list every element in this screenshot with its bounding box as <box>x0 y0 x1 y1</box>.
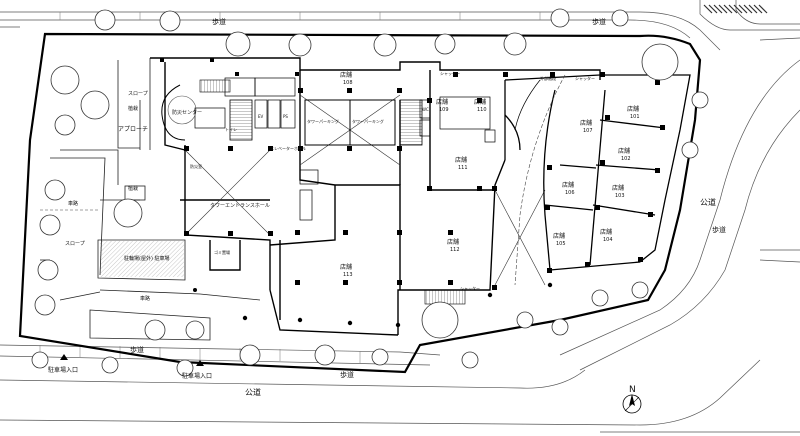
bicycle-parking-hatch <box>100 241 184 277</box>
driveway-box <box>124 185 146 201</box>
label-outdoor-stair: 外部階段 <box>540 75 556 81</box>
shop-105: 店舗 105 <box>553 232 566 247</box>
label-elevator-hall: エレベーターホール <box>270 145 306 151</box>
crosswalk <box>703 4 768 14</box>
label-planting: 植栽 <box>128 105 138 112</box>
label-bicycle-parking: 駐輪場(屋外) 駐車場 <box>124 255 170 262</box>
building-main <box>150 57 601 336</box>
label-parking-entrance-left: 駐車場入口 <box>48 366 78 374</box>
label-office: 防災室 <box>190 163 202 169</box>
label-ev: EV <box>258 114 264 119</box>
shop-label: 店舗 <box>455 156 467 164</box>
core-rooms <box>194 77 496 221</box>
label-sidewalk-right: 歩道 <box>712 225 726 234</box>
label-planting-2: 植栽 <box>128 185 138 192</box>
shop-number: 103 <box>615 193 625 199</box>
shop-108: 店舗 108 <box>340 71 353 86</box>
label-parking-entrance-right: 駐車場入口 <box>182 372 212 380</box>
shop-label: 店舗 <box>612 184 624 192</box>
label-sidewalk-bottom: 歩道 <box>130 345 144 354</box>
shop-label: 店舗 <box>618 147 630 155</box>
shop-103: 店舗 103 <box>612 184 625 199</box>
shop-label: 店舗 <box>553 232 565 240</box>
shop-number: 107 <box>583 128 593 134</box>
site-boundary <box>18 32 702 374</box>
shop-number: 108 <box>343 80 353 86</box>
label-ps: PS <box>283 114 288 119</box>
sidewalk-ticks <box>39 12 621 363</box>
shop-113: 店舗 113 <box>340 263 353 278</box>
shop-label: 店舗 <box>340 71 352 79</box>
label-public-road-bottom: 公道 <box>245 387 261 397</box>
stair-core-c <box>199 79 231 93</box>
shop-104: 店舗 104 <box>600 228 613 243</box>
label-shutter-top: シャッター <box>440 70 460 76</box>
shop-label: 店舗 <box>600 228 612 236</box>
round-lobby <box>161 84 186 141</box>
label-disaster-room: 防災センター <box>172 109 202 116</box>
tower-parking-b-box <box>349 99 396 146</box>
structural-columns <box>160 58 665 290</box>
shop-label: 店舗 <box>627 105 639 113</box>
shop-label: 店舗 <box>447 238 459 246</box>
shop-111: 店舗 111 <box>455 156 468 171</box>
shop-number: 113 <box>343 272 353 278</box>
stair-core-b <box>399 99 423 146</box>
entrance-arrow-left <box>60 354 68 360</box>
trees <box>31 8 709 377</box>
shop-102: 店舗 102 <box>618 147 631 162</box>
shop-106: 店舗 106 <box>562 181 575 196</box>
stair-core-a <box>229 99 253 141</box>
shop-110: 店舗 110 <box>474 98 487 113</box>
shop-number: 102 <box>621 156 631 162</box>
compass-icon <box>622 394 642 414</box>
shop-number: 110 <box>477 107 487 113</box>
shop-label: 店舗 <box>436 98 448 106</box>
shop-label: 店舗 <box>580 119 592 127</box>
label-approach: アプローチ <box>118 126 148 133</box>
label-compass-north: N <box>629 385 636 395</box>
round-lobby-inner <box>167 95 197 125</box>
label-tower-entrance-hall: タワーエントランスホール <box>210 202 270 209</box>
shop-label: 店舗 <box>340 263 352 271</box>
label-tower-parking-b: タワーパーキング <box>352 118 384 124</box>
round-columns <box>193 282 553 328</box>
label-trash-room: ゴミ置場 <box>214 249 230 255</box>
label-slope: スロープ <box>128 91 148 97</box>
shop-109: 店舗 109 <box>436 98 449 113</box>
shop-number: 112 <box>450 247 460 253</box>
label-shutter-bottom: シャッター <box>460 285 480 291</box>
shop-number: 106 <box>565 190 575 196</box>
label-sidewalk-top: 歩道 <box>212 17 226 26</box>
label-sidewalk-top-right: 歩道 <box>592 17 606 26</box>
shop-label: 店舗 <box>562 181 574 189</box>
shop-number: 105 <box>556 241 566 247</box>
label-slope-2: スロープ <box>65 241 85 247</box>
label-wc: WC <box>422 107 429 112</box>
shop-number: 101 <box>630 114 640 120</box>
outdoor-stair-rail <box>514 79 541 131</box>
label-driveway: 車路 <box>140 295 150 302</box>
entrance-arrow-right <box>196 360 204 366</box>
curved-corridor <box>514 74 566 286</box>
stair-core-d <box>424 289 466 305</box>
shop-number: 109 <box>439 107 449 113</box>
shop-112: 店舗 112 <box>447 238 460 253</box>
left-area <box>40 58 261 341</box>
label-public-road-right: 公道 <box>700 197 716 207</box>
shop-label: 店舗 <box>474 98 486 106</box>
shop-number: 104 <box>603 237 613 243</box>
label-tower-parking-a: タワーパーキング <box>307 118 339 124</box>
shop-107: 店舗 107 <box>580 119 593 134</box>
right-wing <box>504 74 691 271</box>
label-car-lane: 車路 <box>68 200 78 207</box>
label-sidewalk-bottom-center: 歩道 <box>340 370 354 379</box>
label-shutter-right: シャッター <box>575 75 595 81</box>
shop-101: 店舗 101 <box>627 105 640 120</box>
label-rest-room: トイレ <box>225 127 237 132</box>
shop-number: 111 <box>458 165 468 171</box>
